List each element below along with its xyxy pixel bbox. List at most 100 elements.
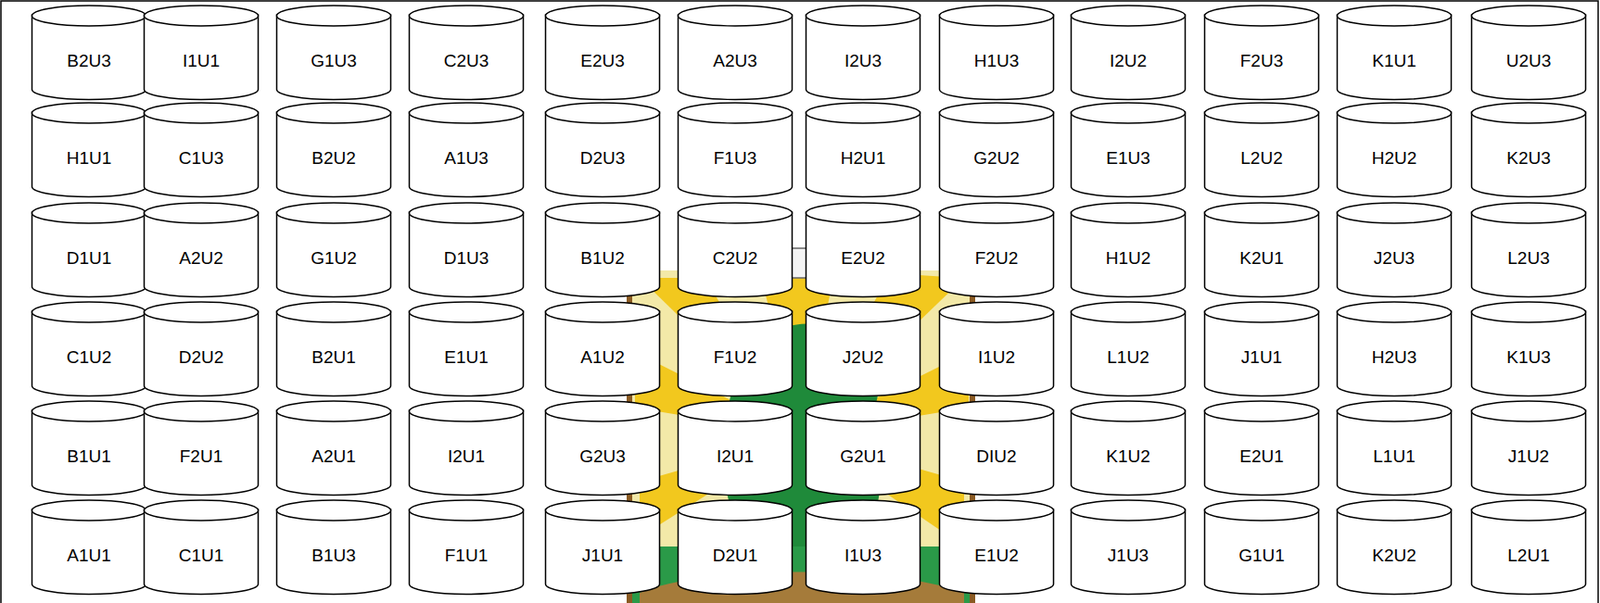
cylinder-node: D1U1 <box>30 202 148 299</box>
cylinder-label: H2U2 <box>1335 149 1453 167</box>
cylinder-label: G1U2 <box>275 249 393 267</box>
cylinder-label: I1U1 <box>142 51 260 70</box>
cylinder-label: G2U3 <box>544 447 661 466</box>
cylinder-label: L1U1 <box>1335 447 1453 466</box>
cylinder-label: D1U3 <box>407 249 525 267</box>
cylinder-label: K1U2 <box>1069 447 1187 466</box>
cylinder-label: L1U2 <box>1069 348 1187 367</box>
cylinder-node: G1U2 <box>275 202 393 299</box>
cylinder-label: F1U1 <box>407 546 525 565</box>
cylinder-label: J1U1 <box>1203 348 1321 367</box>
cylinder-label: A2U1 <box>275 447 393 466</box>
cylinder-node: L2U3 <box>1470 202 1588 299</box>
cylinder-node: H2U1 <box>804 101 922 199</box>
cylinder-node: K2U3 <box>1470 101 1588 199</box>
cylinder-label: L2U2 <box>1203 149 1321 167</box>
cylinder-node: C2U3 <box>407 4 525 102</box>
cylinder-node: K2U2 <box>1335 499 1453 597</box>
emblem-ground <box>628 270 974 603</box>
cylinder-node: B2U3 <box>30 4 148 102</box>
cylinder-label: E2U2 <box>804 249 922 267</box>
cylinder-label: K2U2 <box>1335 546 1453 565</box>
cylinder-label: I1U3 <box>804 546 922 565</box>
cylinder-label: F2U3 <box>1203 51 1321 70</box>
cylinder-node: J1U3 <box>1069 499 1187 597</box>
cylinder-label: D2U2 <box>142 348 260 367</box>
cylinder-label: A1U2 <box>544 348 661 367</box>
cylinder-node: J2U3 <box>1335 202 1453 299</box>
cylinder-label: G1U3 <box>275 51 393 70</box>
cylinder-label: C2U2 <box>676 249 794 267</box>
cylinder-node: D2U1 <box>676 499 794 597</box>
cylinder-node: B1U1 <box>30 400 148 497</box>
cylinder-label: E1U3 <box>1069 149 1187 167</box>
cylinder-node: A1U2 <box>544 301 661 398</box>
cylinder-label: B1U2 <box>544 249 661 267</box>
cylinder-node: F1U3 <box>676 101 794 199</box>
cylinder-label: DIU2 <box>938 447 1055 466</box>
cylinder-node: B1U2 <box>544 202 661 299</box>
cylinder-label: F2U2 <box>938 249 1055 267</box>
cylinder-label: H1U3 <box>938 51 1055 70</box>
cylinder-label: U2U3 <box>1470 51 1588 70</box>
cylinder-label: C1U1 <box>142 546 260 565</box>
cylinder-node: B2U2 <box>275 101 393 199</box>
cylinder-node: J1U1 <box>544 499 661 597</box>
cylinder-label: K1U1 <box>1335 51 1453 70</box>
cylinder-node: D1U3 <box>407 202 525 299</box>
cylinder-node: F2U2 <box>938 202 1055 299</box>
cylinder-label: B1U1 <box>30 447 148 466</box>
cylinder-node: J2U2 <box>804 301 922 398</box>
cylinder-label: E1U1 <box>407 348 525 367</box>
cylinder-node: E1U2 <box>938 499 1055 597</box>
cylinder-node: F2U3 <box>1203 4 1321 102</box>
cylinder-label: F1U2 <box>676 348 794 367</box>
cylinder-label: G1U1 <box>1203 546 1321 565</box>
cylinder-label: J1U2 <box>1470 447 1588 466</box>
cylinder-node: K1U1 <box>1335 4 1453 102</box>
cylinder-node: K1U3 <box>1470 301 1588 398</box>
cylinder-node: H1U3 <box>938 4 1055 102</box>
cylinder-node: E2U2 <box>804 202 922 299</box>
cylinder-node: A2U3 <box>676 4 794 102</box>
cylinder-node: J1U2 <box>1470 400 1588 497</box>
cylinder-label: E2U1 <box>1203 447 1321 466</box>
cylinder-label: F1U3 <box>676 149 794 167</box>
cylinder-label: H2U3 <box>1335 348 1453 367</box>
cylinder-label: B2U1 <box>275 348 393 367</box>
cylinder-node: I1U2 <box>938 301 1055 398</box>
cylinder-label: A1U3 <box>407 149 525 167</box>
emblem-rays <box>634 273 969 547</box>
cylinder-label: K1U3 <box>1470 348 1588 367</box>
cylinder-node: L2U1 <box>1470 499 1588 597</box>
cylinder-label: H2U1 <box>804 149 922 167</box>
cylinder-node: G2U2 <box>938 101 1055 199</box>
cylinder-label: C1U2 <box>30 348 148 367</box>
cylinder-label: D2U1 <box>676 546 794 565</box>
cylinder-node: H1U1 <box>30 101 148 199</box>
cylinder-node: I2U1 <box>676 400 794 497</box>
cylinder-node: G1U1 <box>1203 499 1321 597</box>
cylinder-node: J1U1 <box>1203 301 1321 398</box>
cylinder-label: A2U3 <box>676 51 794 70</box>
cylinder-label: B2U3 <box>30 51 148 70</box>
cylinder-node: H1U2 <box>1069 202 1187 299</box>
cylinder-node: I2U2 <box>1069 4 1187 102</box>
cylinder-node: L2U2 <box>1203 101 1321 199</box>
cylinder-node: A1U1 <box>30 499 148 597</box>
cylinder-label: A1U1 <box>30 546 148 565</box>
cylinder-label: D2U3 <box>544 149 661 167</box>
cylinder-node: C1U1 <box>142 499 260 597</box>
cylinder-node: L1U2 <box>1069 301 1187 398</box>
cylinder-node: K2U1 <box>1203 202 1321 299</box>
cylinder-label: L2U1 <box>1470 546 1588 565</box>
cylinder-label: I2U1 <box>407 447 525 466</box>
cylinder-node: C1U2 <box>30 301 148 398</box>
cylinder-node: C1U3 <box>142 101 260 199</box>
cylinder-node: B1U3 <box>275 499 393 597</box>
cylinder-label: I2U1 <box>676 447 794 466</box>
cylinder-label: J1U1 <box>544 546 661 565</box>
cylinder-label: G2U2 <box>938 149 1055 167</box>
